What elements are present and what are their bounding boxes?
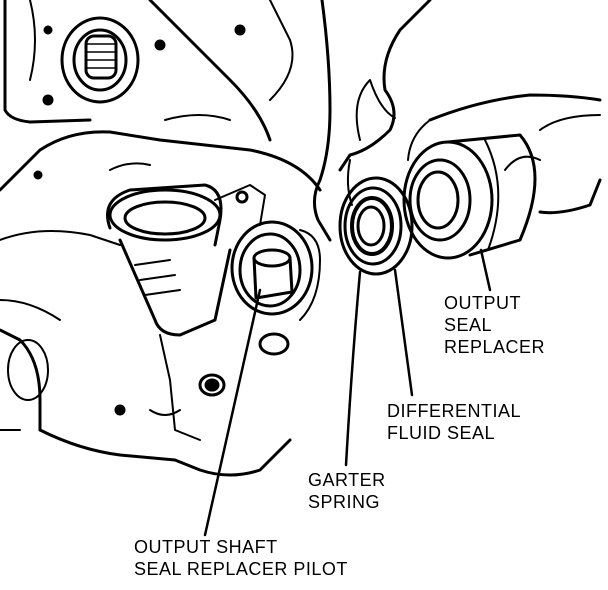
leader-output-seal-replacer xyxy=(479,248,492,292)
extension-housing xyxy=(106,183,266,441)
label-line: OUTPUT xyxy=(444,293,521,313)
label-output-seal-replacer: OUTPUT SEAL REPLACER xyxy=(444,292,545,358)
label-line: SEAL xyxy=(444,315,493,335)
label-differential-fluid-seal: DIFFERENTIAL FLUID SEAL xyxy=(387,400,521,444)
hands xyxy=(313,0,602,242)
transaxle-case xyxy=(0,130,322,477)
leader-differential-fluid-seal xyxy=(393,268,414,397)
label-line: REPLACER xyxy=(444,337,546,357)
leader-seal-replacer-pilot xyxy=(203,288,262,537)
seal-replacer-pilot xyxy=(230,220,321,356)
label-line: GARTER xyxy=(308,470,386,490)
differential-fluid-seal xyxy=(338,176,414,276)
label-garter-spring: GARTER SPRING xyxy=(308,469,386,513)
label-line: OUTPUT SHAFT xyxy=(134,537,278,557)
output-seal-replacer xyxy=(402,133,537,260)
leader-garter-spring xyxy=(344,270,362,467)
label-line: SEAL REPLACER PILOT xyxy=(134,559,348,579)
label-output-shaft-seal-replacer-pilot: OUTPUT SHAFT SEAL REPLACER PILOT xyxy=(134,536,348,580)
upper-housing xyxy=(3,0,294,142)
leader-lines xyxy=(203,248,492,537)
label-line: DIFFERENTIAL xyxy=(387,401,522,421)
label-line: SPRING xyxy=(308,492,381,512)
label-line: FLUID SEAL xyxy=(387,423,496,443)
